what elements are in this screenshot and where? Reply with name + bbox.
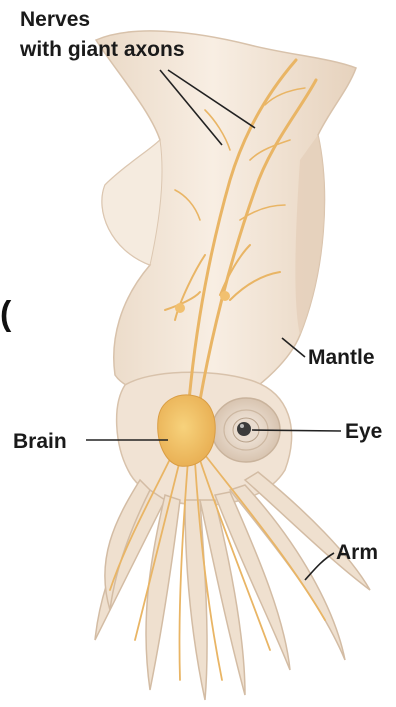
- label-arm: Arm: [336, 541, 378, 565]
- edge-mark: (: [0, 296, 11, 332]
- mantle-right-shadow: [295, 135, 324, 335]
- label-eye: Eye: [345, 420, 382, 444]
- arms: [95, 472, 370, 700]
- label-with-giant-axons: with giant axons: [20, 38, 185, 62]
- fin-shading: [102, 140, 162, 265]
- label-brain: Brain: [13, 430, 67, 454]
- label-nerves: Nerves: [20, 8, 90, 32]
- brain: [158, 395, 215, 466]
- leader-eye: [252, 430, 341, 431]
- label-mantle: Mantle: [308, 346, 375, 370]
